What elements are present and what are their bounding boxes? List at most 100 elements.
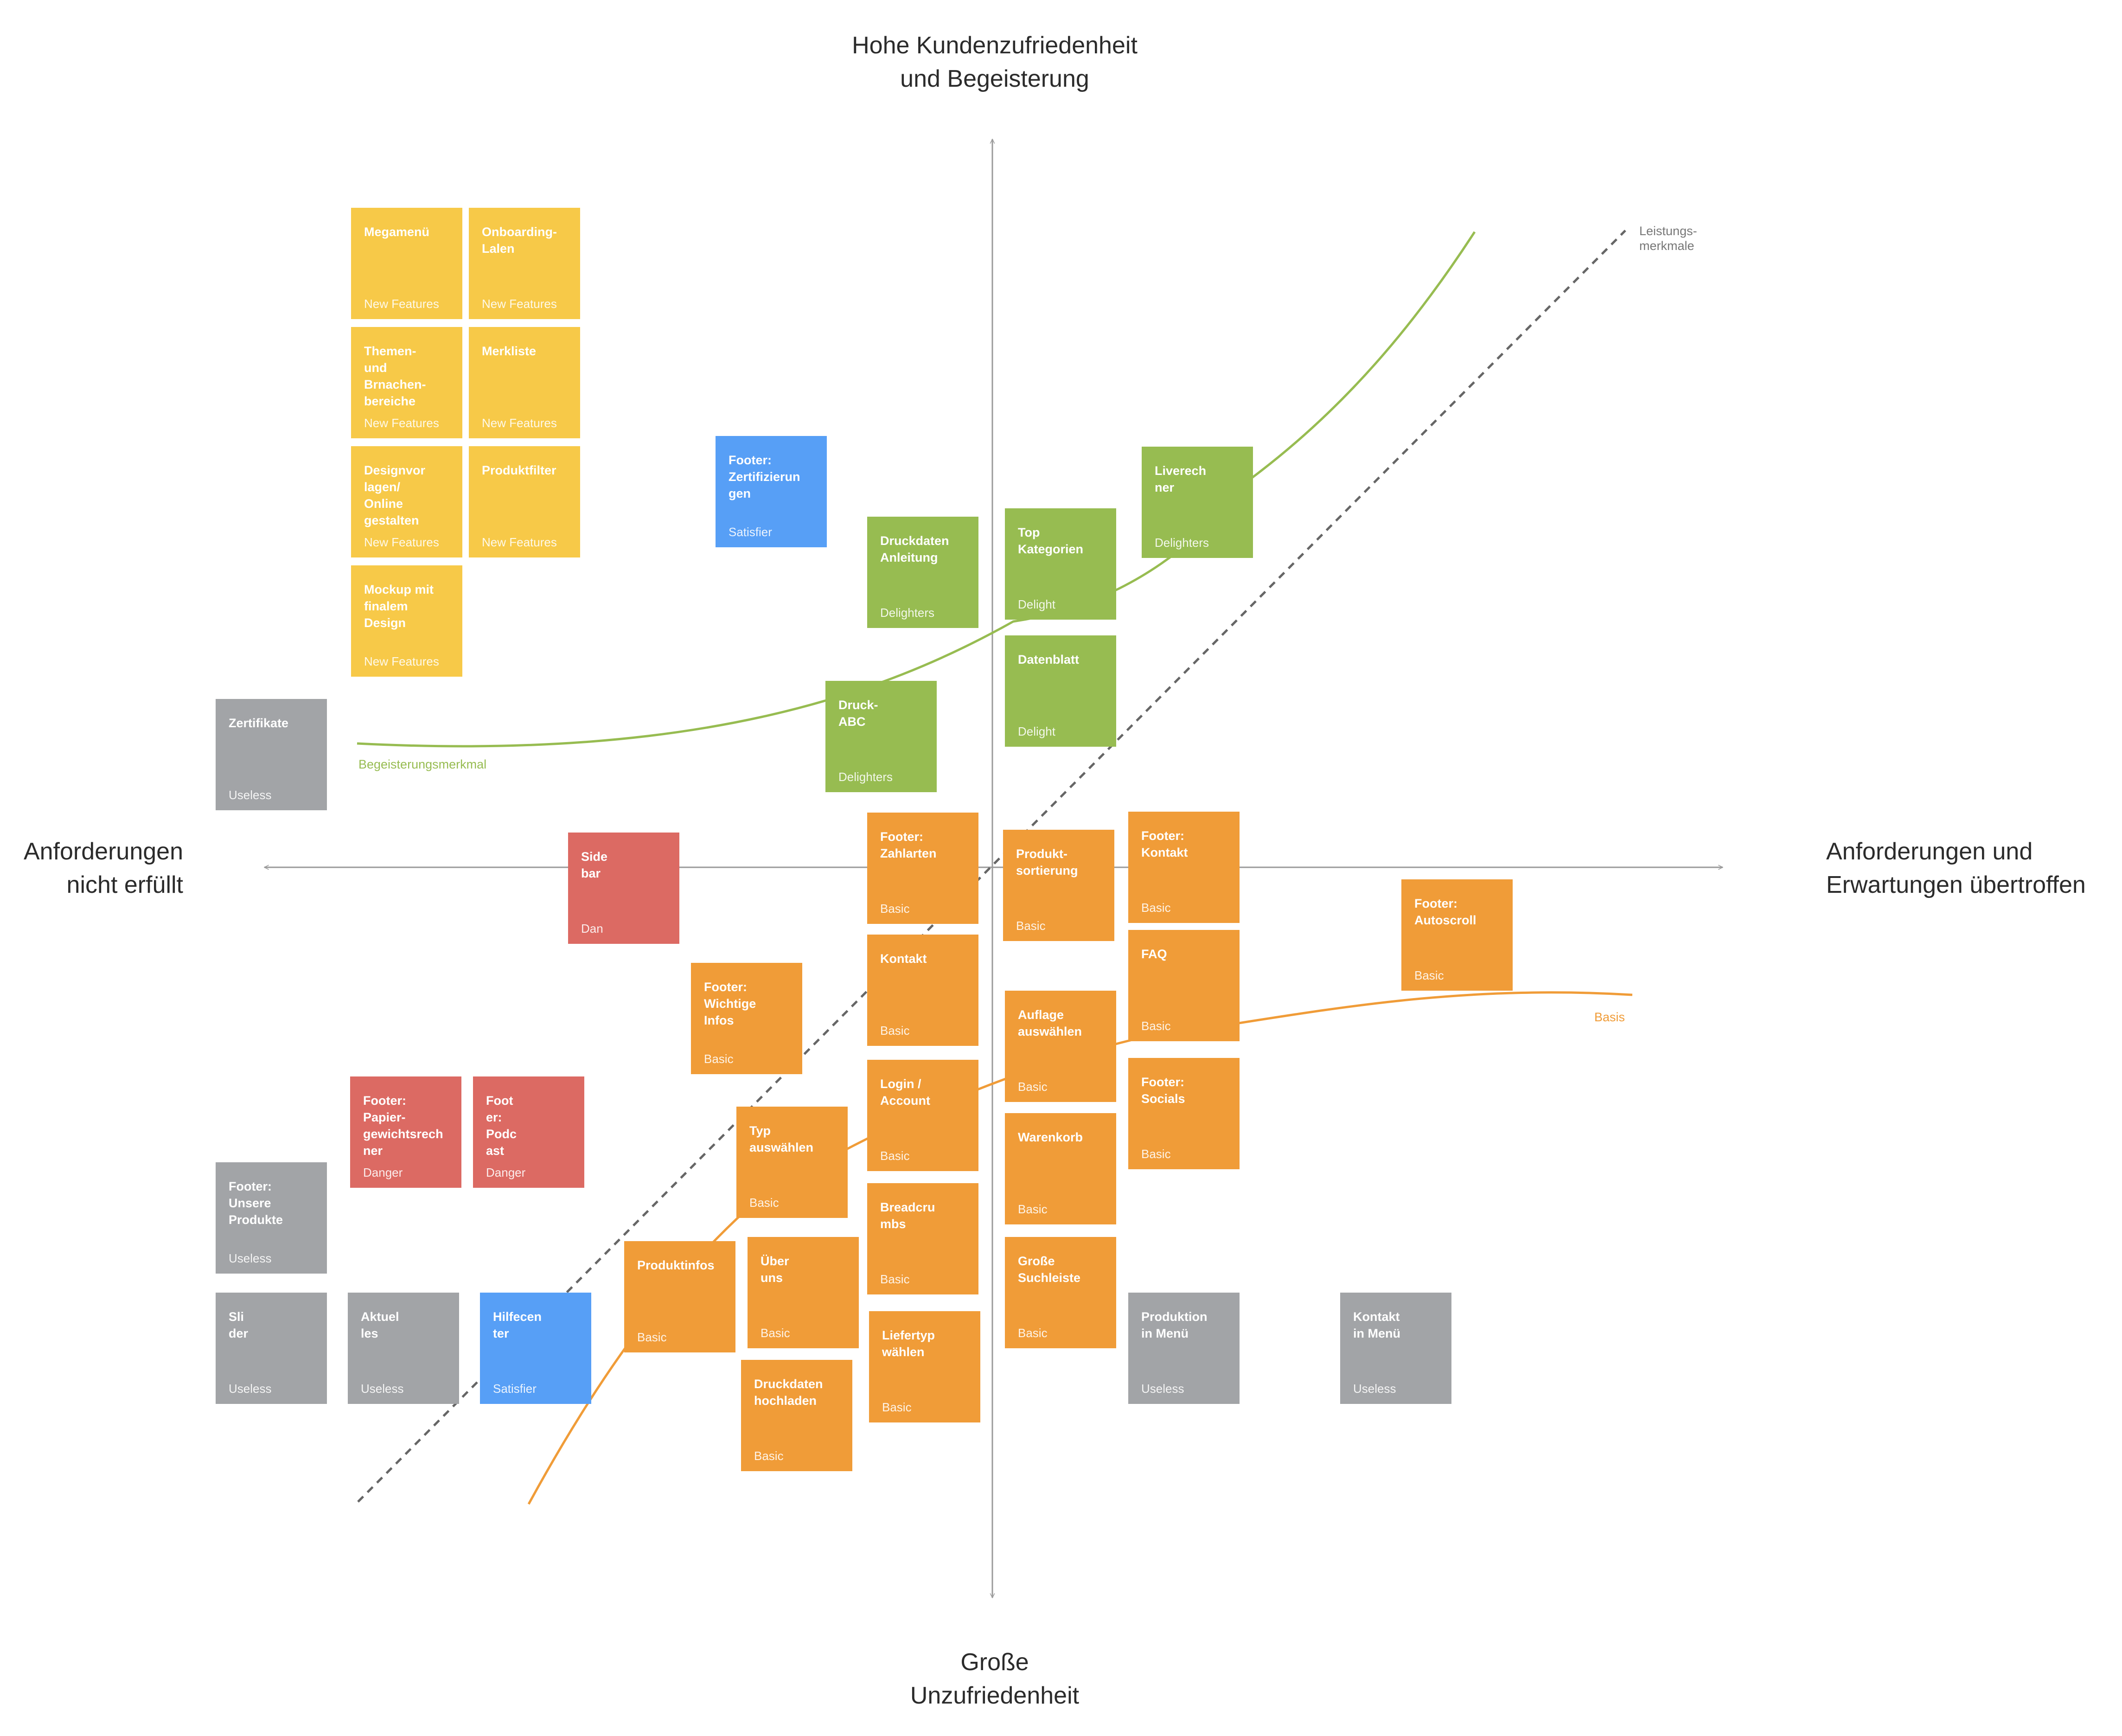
note-title: Über uns xyxy=(761,1254,789,1285)
note-category: Basic xyxy=(1018,1080,1048,1094)
note-title: Footer: Socials xyxy=(1141,1075,1185,1106)
note-title: Footer: Zahlarten xyxy=(880,830,937,860)
note-title: Liefertyp wählen xyxy=(882,1328,935,1359)
note-category: Basic xyxy=(1141,1019,1171,1033)
note-category: New Features xyxy=(364,535,439,549)
note-title: Warenkorb xyxy=(1018,1130,1083,1144)
note-title: Druck- ABC xyxy=(838,698,878,729)
note-title: Kontakt in Menü xyxy=(1353,1310,1400,1340)
note-category: Basic xyxy=(1141,1147,1171,1161)
note-category: Basic xyxy=(761,1326,790,1340)
note-title: Zertifikate xyxy=(229,716,289,730)
note-category: Basic xyxy=(749,1196,779,1210)
note-category: Basic xyxy=(704,1052,734,1066)
note-category: Basic xyxy=(1141,901,1171,915)
note-title: Side bar xyxy=(581,850,608,880)
note-category: Dan xyxy=(581,922,603,935)
axis-label-bottom: Große Unzufriedenheit xyxy=(910,1649,1080,1709)
axis-label-top: Hohe Kundenzufriedenheit und Begeisterun… xyxy=(852,32,1138,92)
note-title: Druckdaten Anleitung xyxy=(880,534,949,564)
note-title: Produktfilter xyxy=(482,463,556,477)
sticky-note[interactable]: Druck- ABC Delighters xyxy=(825,681,937,792)
note-category: Basic xyxy=(880,1024,910,1038)
note-category: Basic xyxy=(880,1149,910,1163)
note-title: Footer: Kontakt xyxy=(1141,829,1188,859)
axis-label-right: Anforderungen und Erwartungen übertroffe… xyxy=(1826,838,2086,898)
note-category: New Features xyxy=(482,416,557,430)
note-title: Aktuel les xyxy=(361,1310,399,1340)
note-category: Danger xyxy=(363,1166,403,1179)
note-category: Delight xyxy=(1018,597,1055,611)
note-title: Onboarding- Lalen xyxy=(482,225,557,256)
basic-curve-label: Basis xyxy=(1594,1010,1625,1024)
note-title: Große Suchleiste xyxy=(1018,1254,1081,1285)
note-title: Produkt- sortierung xyxy=(1016,847,1078,878)
note-category: Basic xyxy=(882,1400,912,1414)
note-category: Danger xyxy=(486,1166,526,1179)
note-title: Produktion in Menü xyxy=(1141,1310,1208,1340)
note-title: Footer: Papier- gewichtsrech ner xyxy=(363,1094,443,1158)
note-title: Themen- und Brnachen- bereiche xyxy=(364,344,426,408)
note-title: Footer: Zertifizierun gen xyxy=(729,453,800,500)
note-category: New Features xyxy=(482,535,557,549)
note-category: Useless xyxy=(229,1382,272,1396)
note-category: Delighters xyxy=(1155,536,1209,550)
note-title: Footer: Unsere Produkte xyxy=(229,1179,283,1227)
note-title: Hilfecen ter xyxy=(493,1310,542,1340)
note-title: Produktinfos xyxy=(637,1258,715,1272)
note-title: Liverech ner xyxy=(1155,464,1207,494)
note-category: Delight xyxy=(1018,724,1055,738)
note-category: Basic xyxy=(1016,919,1046,933)
note-category: Basic xyxy=(880,1272,910,1286)
note-category: Basic xyxy=(880,902,910,916)
note-category: Delighters xyxy=(838,770,893,784)
note-title: Foot er: Podc ast xyxy=(486,1094,517,1158)
note-category: Basic xyxy=(1018,1202,1048,1216)
note-category: Basic xyxy=(637,1330,667,1344)
note-title: Typ auswählen xyxy=(749,1124,814,1154)
note-title: Breadcru mbs xyxy=(880,1200,935,1231)
note-title: Auflage auswählen xyxy=(1018,1008,1082,1038)
